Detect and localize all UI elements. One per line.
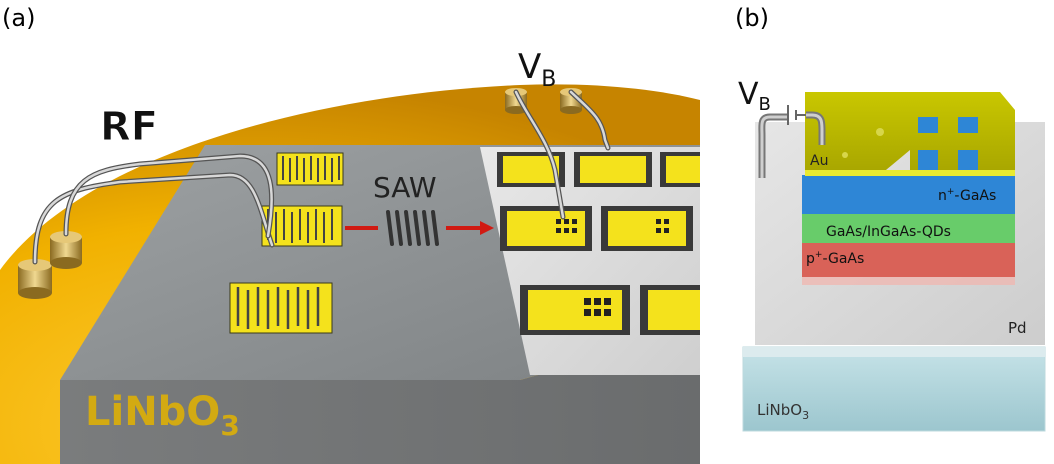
idt-middle [261, 205, 343, 247]
rf-post-right [50, 231, 82, 269]
au-layer [805, 92, 1015, 175]
chip-front-face [60, 330, 700, 464]
au-edge [805, 170, 1015, 176]
n-gaas-label: n+-GaAs [938, 187, 996, 204]
saw-label: SAW [373, 171, 437, 204]
n-gaas-layer [802, 175, 1015, 214]
idt-top [276, 152, 344, 186]
vb-label-b: VB [738, 77, 771, 115]
saw-wave [386, 210, 439, 246]
p-gaas-reflection [802, 277, 1015, 285]
qd-device [574, 152, 652, 187]
vb-label-a: VB [518, 47, 556, 92]
substrate-label-b: LiNbO3 [757, 401, 809, 422]
substrate-label-a: LiNbO3 [85, 389, 240, 442]
qd-device [601, 206, 693, 251]
idt-bottom [229, 282, 333, 334]
saw-direction-arrows [345, 221, 494, 235]
qd-device [520, 285, 630, 335]
panel-a: (a) [0, 4, 700, 464]
qd-device [500, 206, 592, 251]
au-apertures [842, 117, 978, 170]
qd-label: GaAs/InGaAs-QDs [826, 224, 951, 240]
panel-a-tag: (a) [2, 4, 35, 32]
bond-wires [32, 89, 611, 265]
rf-post-left [18, 259, 52, 299]
p-gaas-layer [802, 243, 1015, 277]
panel-b-tag: (b) [735, 4, 769, 32]
qd-device [660, 152, 700, 187]
vb-source [758, 105, 826, 178]
substrate-top-edge [743, 347, 1045, 357]
qd-layer [802, 214, 1015, 243]
au-label: Au [810, 153, 828, 169]
pd-label: Pd [1008, 319, 1027, 337]
p-gaas-label: p+-GaAs [806, 250, 864, 267]
substrate-layer [742, 346, 1046, 432]
panel-b: (b) [735, 4, 1046, 432]
rf-label: RF [100, 104, 158, 150]
qd-device [640, 285, 700, 335]
